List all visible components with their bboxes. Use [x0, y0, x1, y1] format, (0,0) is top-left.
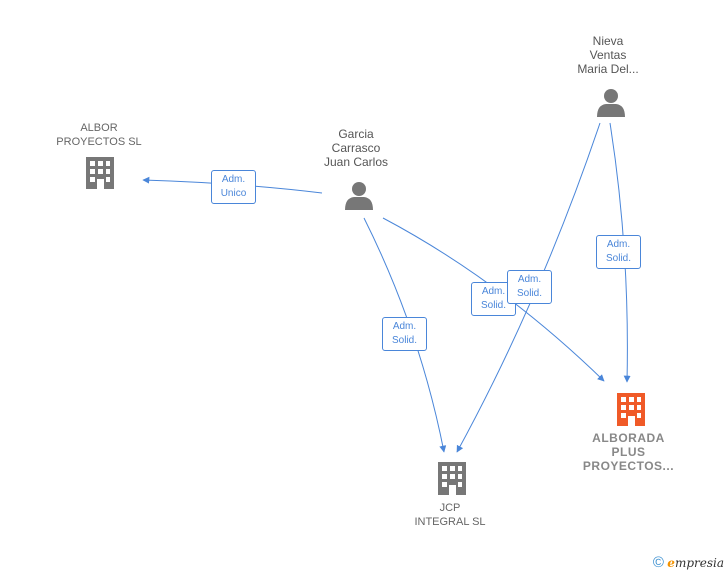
node-label-garcia[interactable]: Garcia Carrasco Juan Carlos — [323, 127, 389, 169]
person-icon[interactable] — [597, 89, 625, 117]
copyright-icon: © — [652, 554, 664, 571]
node-label-alborada[interactable]: ALBORADA PLUS PROYECTOS... — [582, 431, 675, 473]
person-icon[interactable] — [345, 182, 373, 210]
node-label-albor[interactable]: ALBOR PROYECTOS SL — [56, 122, 142, 148]
building-icon[interactable] — [86, 157, 114, 189]
node-label-nieva[interactable]: Nieva Ventas Maria Del... — [577, 34, 639, 76]
edge-label-garcia-albor[interactable]: Adm. Unico — [211, 170, 256, 204]
edge-label-garcia-jcp[interactable]: Adm. Solid. — [382, 317, 427, 351]
edge-label-nieva-alborada[interactable]: Adm. Solid. — [596, 235, 641, 269]
building-icon[interactable] — [438, 462, 466, 495]
node-label-jcp[interactable]: JCP INTEGRAL SL — [414, 502, 486, 528]
brand-logo: empresia — [667, 556, 724, 570]
building-icon-highlight[interactable] — [617, 393, 645, 426]
footer-brand: © empresia — [653, 554, 724, 571]
edge-label-nieva-jcp[interactable]: Adm. Solid. — [507, 270, 552, 304]
